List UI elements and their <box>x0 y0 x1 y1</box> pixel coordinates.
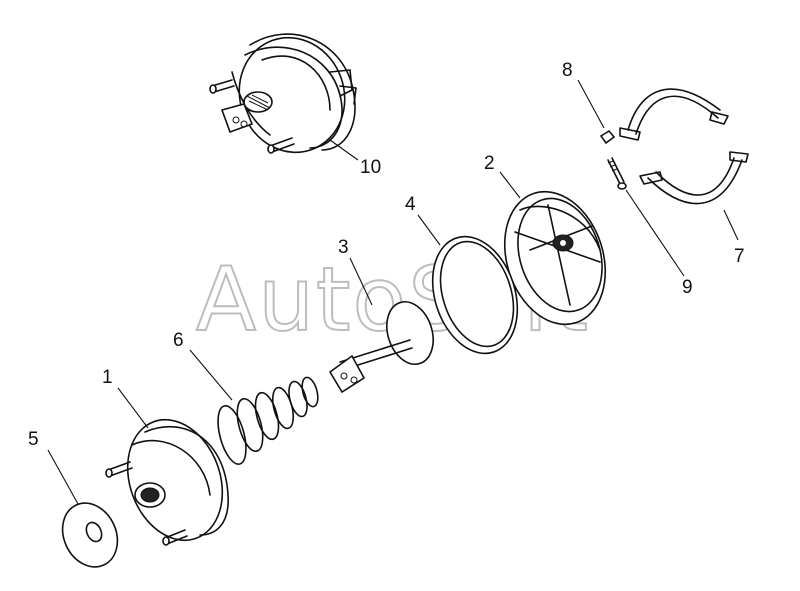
part-9-bolt <box>607 157 627 190</box>
leader-4 <box>417 214 441 246</box>
leader-1 <box>117 387 149 429</box>
callout-2: 2 <box>484 153 495 174</box>
leader-7 <box>723 209 739 241</box>
callout-3: 3 <box>338 237 349 258</box>
leader-9 <box>625 189 685 277</box>
callout-10: 10 <box>360 157 381 178</box>
leader-5 <box>47 449 79 505</box>
part-2-pressure-housing <box>503 190 607 326</box>
callout-1: 1 <box>102 367 113 388</box>
part-6-return-spring <box>217 376 319 465</box>
part-5-washer <box>61 502 119 568</box>
callout-5: 5 <box>28 429 39 450</box>
callout-4: 4 <box>405 194 416 215</box>
callout-6: 6 <box>173 330 184 351</box>
leader-3 <box>349 257 373 306</box>
part-10-brake-chamber-assembly <box>209 33 357 154</box>
leader-6 <box>189 349 233 401</box>
leader-8 <box>577 79 605 129</box>
callout-8: 8 <box>562 60 573 81</box>
part-4-diaphragm <box>431 235 519 355</box>
leader-10 <box>329 139 359 161</box>
callout-9: 9 <box>682 277 693 298</box>
part-1-chamber-body <box>105 418 229 546</box>
part-3-push-rod <box>328 301 434 394</box>
callout-7: 7 <box>734 246 745 267</box>
leader-2 <box>499 171 521 199</box>
part-8-nut <box>599 129 616 145</box>
part-7-clamp-band <box>619 88 749 205</box>
